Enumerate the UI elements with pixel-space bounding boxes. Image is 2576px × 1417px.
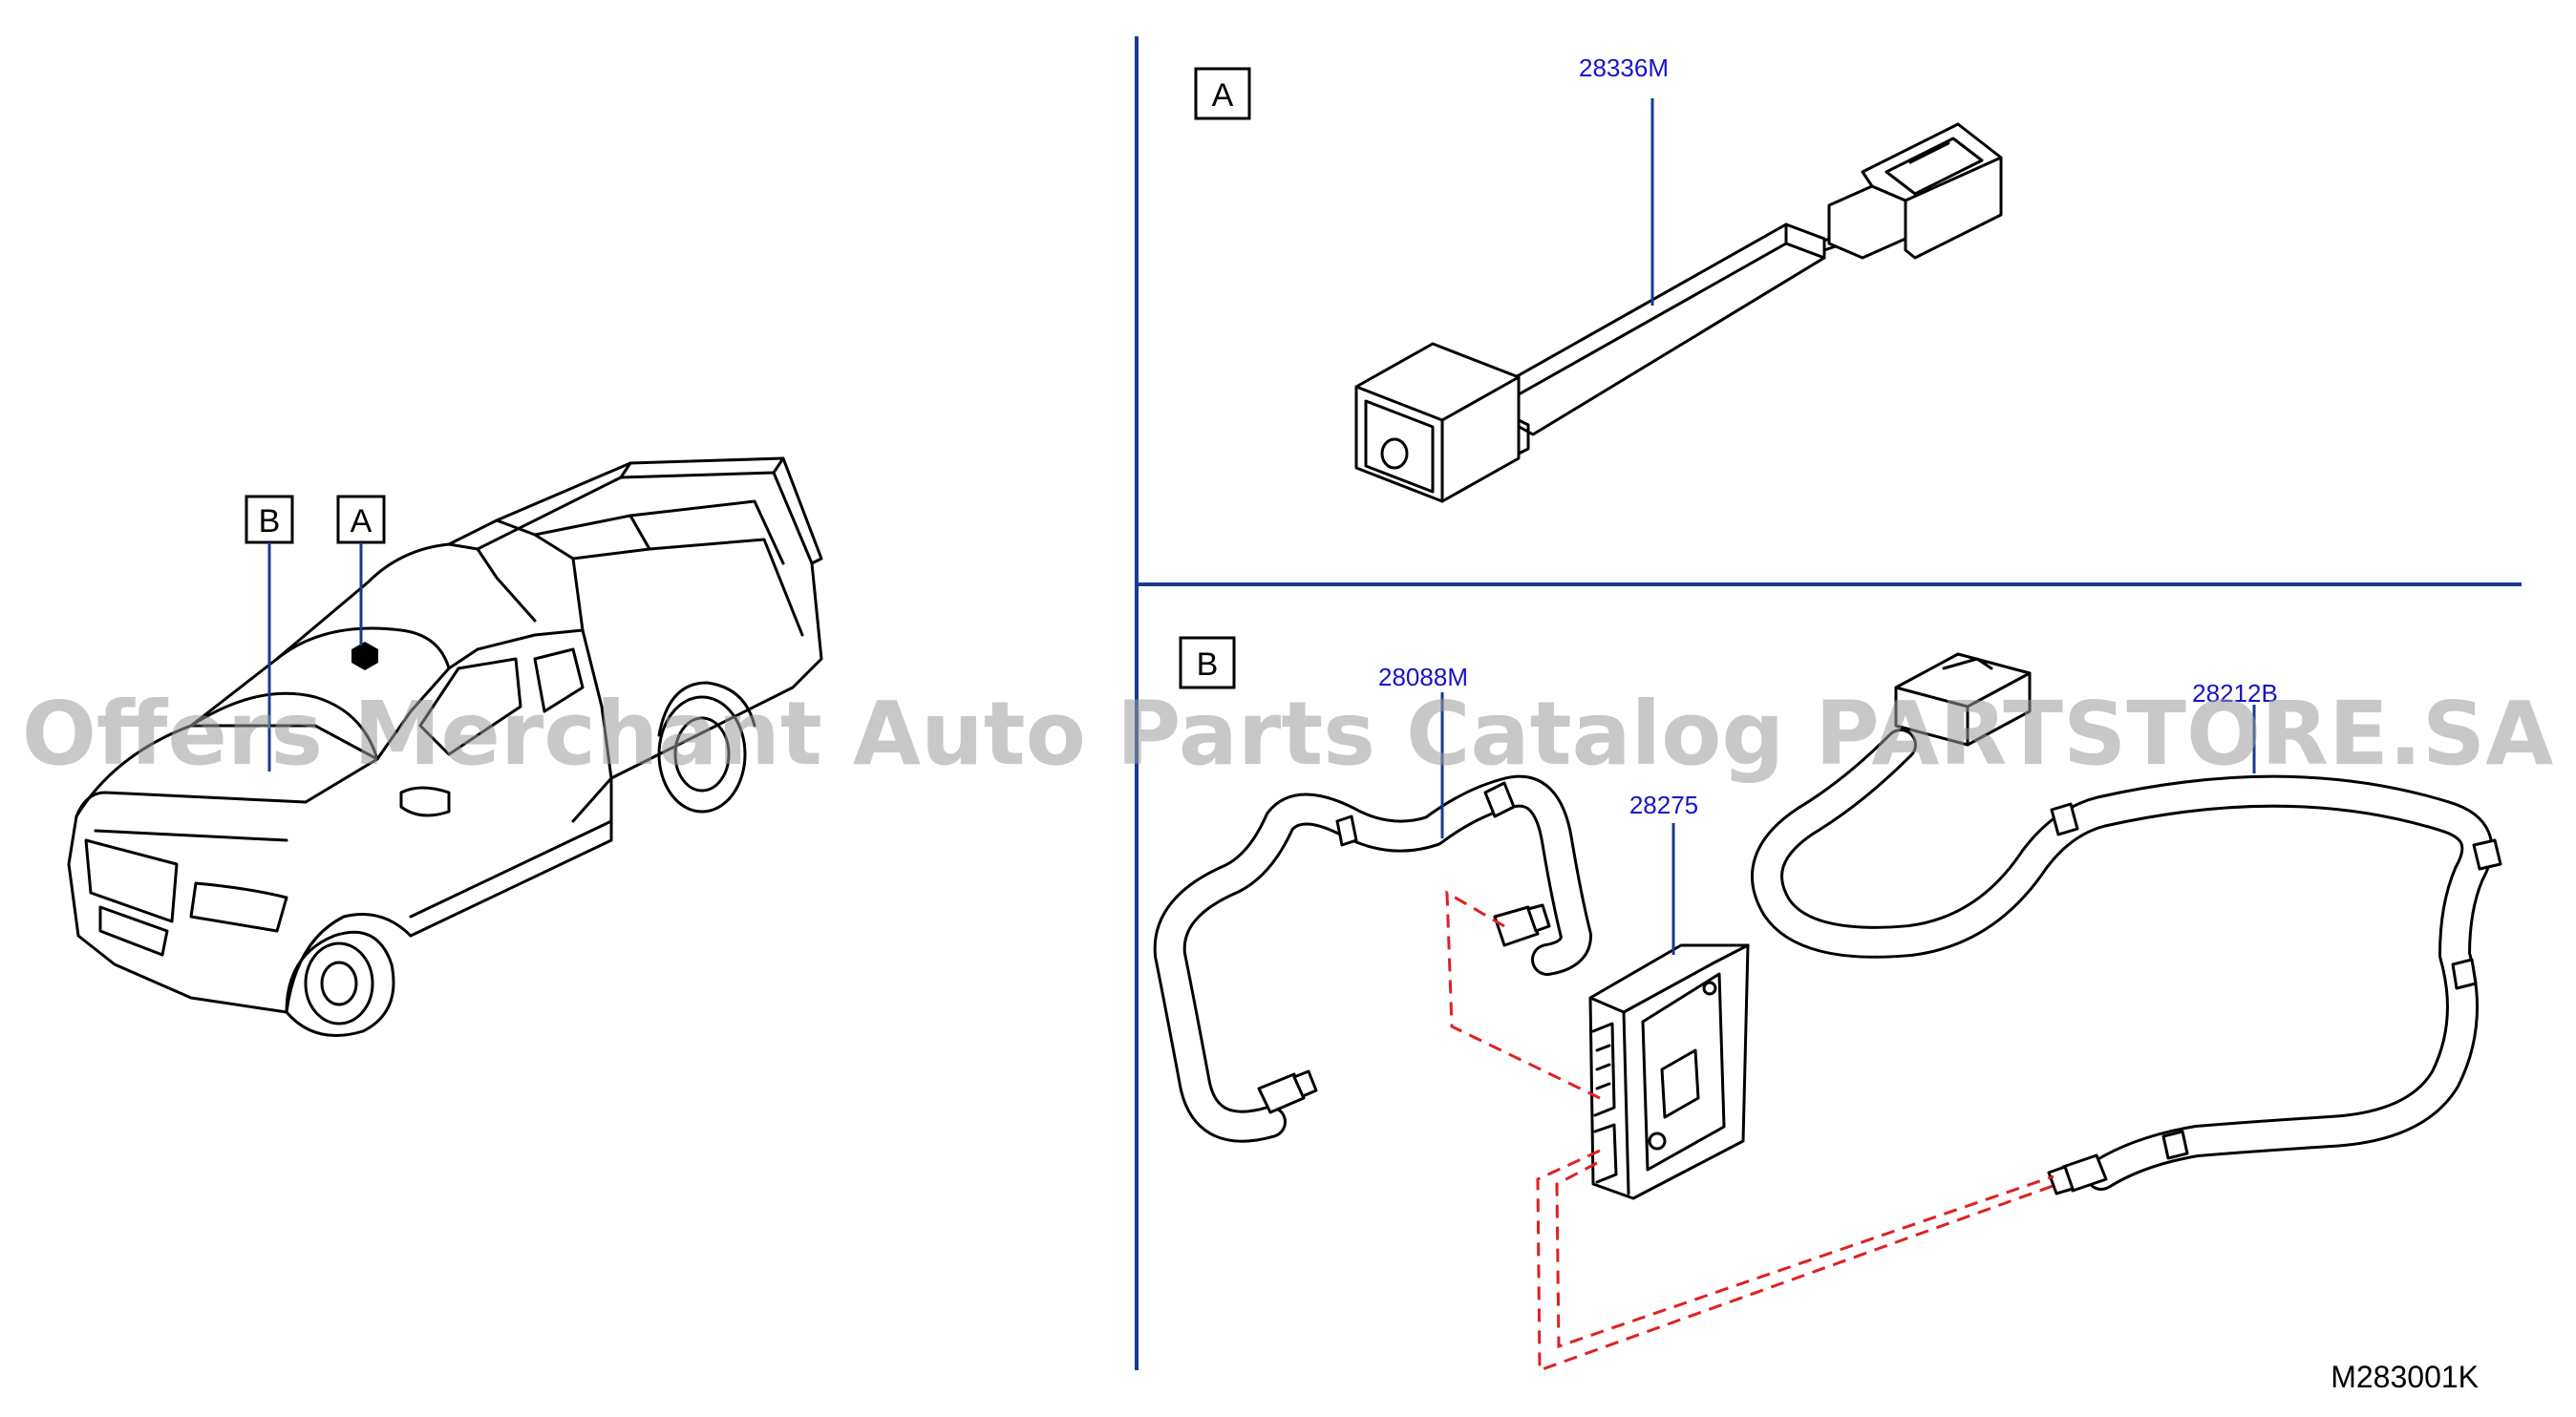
view-b-label: B xyxy=(1197,646,1219,683)
section-frame xyxy=(1135,36,2522,1370)
diagram-code: M283001K xyxy=(2331,1360,2479,1394)
harness-28212b xyxy=(1751,652,2502,1195)
truck-callout-b-label: B xyxy=(259,503,281,539)
leader-28336m: 28336M xyxy=(1579,53,1669,306)
part-number-28336m: 28336M xyxy=(1579,53,1669,82)
part-number-28088m: 28088M xyxy=(1378,663,1468,691)
connection-lines xyxy=(1445,890,2059,1373)
truck-callout-a-label: A xyxy=(351,503,373,539)
watermark-text: Offers Merchant Auto Parts Catalog PARTS… xyxy=(22,683,2554,785)
harness-28088m xyxy=(1153,774,1592,1143)
pickup-truck-illustration xyxy=(67,456,823,1037)
antenna-location-marker xyxy=(351,642,378,670)
control-module-28275 xyxy=(1588,943,1750,1200)
antenna-feeder-28336m xyxy=(1354,122,2003,503)
leader-28275: 28275 xyxy=(1629,791,1698,955)
leader-28212b: 28212B xyxy=(2192,679,2278,773)
view-b-callout: B xyxy=(1179,636,1236,689)
truck-callout-b: B xyxy=(245,495,294,772)
part-number-28212b: 28212B xyxy=(2192,679,2278,708)
part-number-28275: 28275 xyxy=(1629,791,1698,819)
view-a-label: A xyxy=(1212,77,1234,114)
truck-callout-a: A xyxy=(336,495,386,645)
leader-28088m: 28088M xyxy=(1378,663,1468,838)
view-a-callout: A xyxy=(1194,67,1251,120)
